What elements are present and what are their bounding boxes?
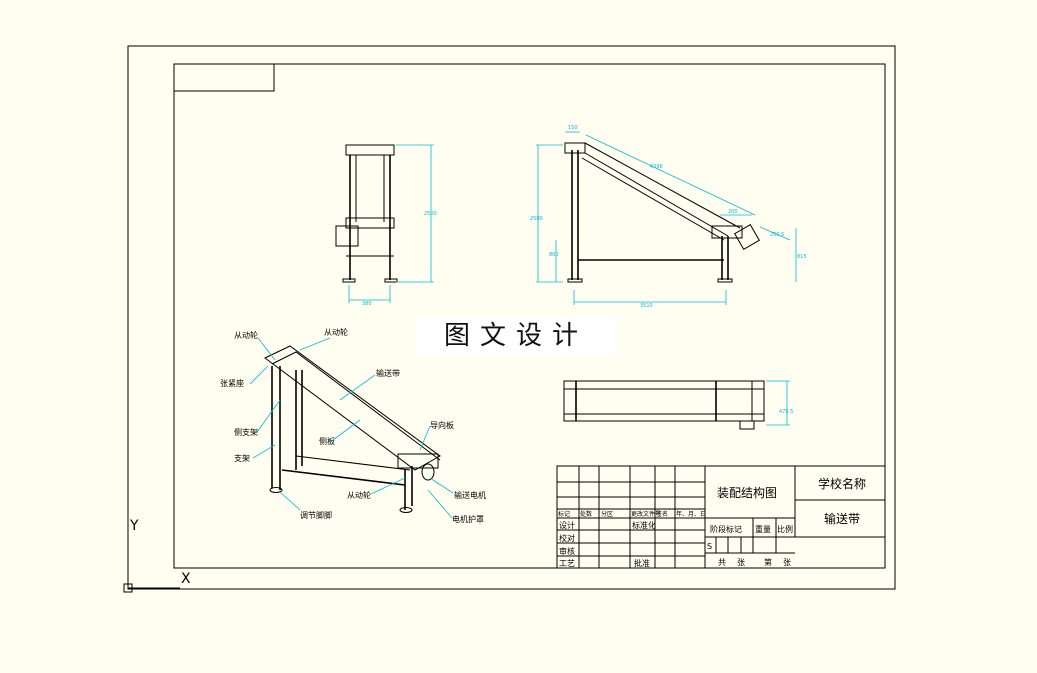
dim-side-right: 815 (797, 254, 807, 260)
outer-border (127, 45, 896, 590)
callout-drive-roller: 从动轮 (347, 490, 371, 500)
rev-label-doc: 更改文件号 (631, 510, 661, 518)
dim-front-width: 380 (362, 301, 372, 307)
label-total: 共 (718, 558, 726, 567)
label-process: 工艺 (559, 559, 575, 568)
callout-conveyor-belt: 输送带 (376, 368, 400, 378)
label-stage-mark: 阶段标记 (710, 524, 742, 534)
dim-side-bottom: 3510 (640, 303, 653, 309)
corner-label-box (173, 63, 275, 92)
rev-label-count: 处数 (580, 510, 592, 518)
label-weight: 重量 (755, 524, 771, 534)
title-block (556, 465, 886, 569)
rev-label-sign: 签名 (656, 510, 668, 518)
callout-driven-roller-right: 从动轮 (324, 327, 348, 337)
dim-side-low: 800 (549, 252, 559, 258)
top-view (563, 380, 790, 430)
callout-adjustable-foot: 调节脚脚 (300, 510, 332, 520)
dim-top-height: 475.5 (779, 409, 793, 415)
rev-label-date: 年、月、日 (676, 510, 706, 518)
callout-side-support: 侧支架 (234, 427, 258, 437)
callout-conveyor-motor: 输送电机 (454, 490, 486, 500)
dim-side-height: 2500 (530, 216, 543, 222)
part-name: 输送带 (824, 511, 860, 526)
callout-driven-roller-left: 从动轮 (234, 330, 258, 340)
drawing-title: 装配结构图 (717, 485, 777, 500)
isometric-view (264, 345, 441, 513)
callout-leaders (249, 337, 454, 519)
dim-side-length: 4396 (650, 164, 663, 170)
callout-support: 支架 (234, 453, 250, 463)
callout-motor-cover: 电机护罩 (452, 514, 484, 524)
inner-border (173, 63, 886, 569)
ucs-x-label: X (181, 571, 191, 587)
rev-label-mark: 标记 (558, 510, 570, 518)
callout-side-plate: 侧板 (319, 436, 335, 446)
label-review: 审核 (559, 546, 575, 556)
label-check: 校对 (559, 533, 575, 543)
rev-label-zone: 分区 (601, 510, 613, 518)
label-standardize: 标准化 (632, 520, 656, 530)
label-approve: 批准 (634, 558, 650, 568)
watermark-text: 图文设计 (416, 316, 616, 356)
callout-guide-plate: 导向板 (430, 420, 454, 430)
callout-tension-seat: 张紧座 (220, 378, 244, 388)
label-sheets-2: 张 (783, 558, 791, 567)
school-name: 学校名称 (818, 476, 866, 491)
ucs-icon (123, 538, 180, 593)
dim-side-top: 150 (568, 125, 578, 131)
dim-side-motor: 250.5 (770, 232, 784, 238)
label-design: 设计 (559, 520, 575, 530)
dim-side-tail: 200 (728, 209, 738, 215)
dim-front-height: 2500 (424, 211, 437, 217)
side-view (536, 131, 797, 305)
label-scale: 比例 (777, 524, 793, 534)
label-page: 第 (764, 557, 772, 567)
ucs-y-label: Y (130, 518, 139, 534)
front-view (335, 144, 434, 303)
label-s-mark: S (707, 542, 712, 551)
label-sheets-1: 张 (737, 558, 745, 567)
